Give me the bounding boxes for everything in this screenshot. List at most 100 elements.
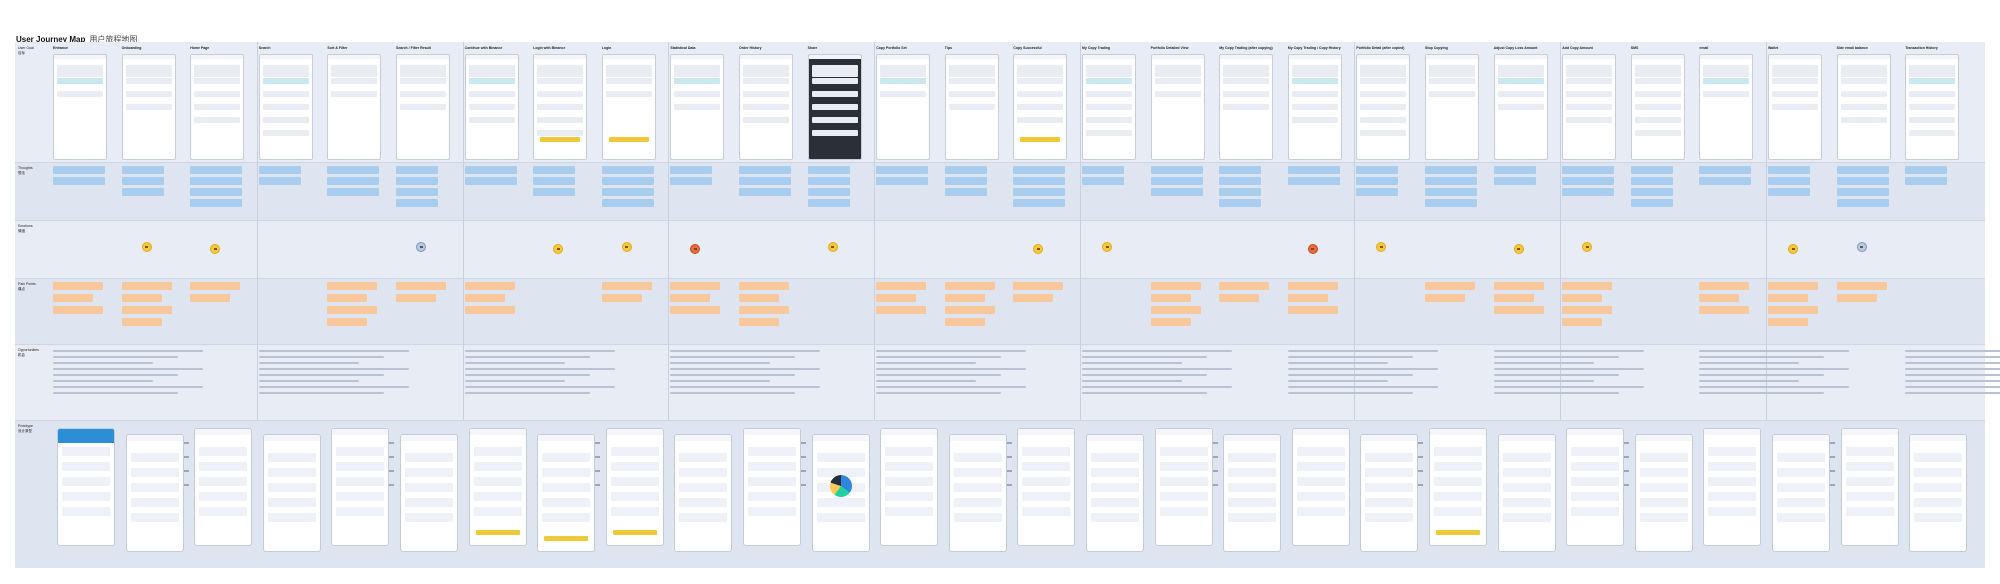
status-bar	[397, 55, 449, 59]
prototype-card	[1022, 507, 1071, 516]
prototype-card	[130, 453, 179, 462]
prototype-screen	[1703, 428, 1762, 546]
annotation-callout	[1830, 484, 1835, 486]
thought-note	[464, 166, 517, 174]
annotation-callout	[801, 484, 806, 486]
pain-point-note	[190, 282, 241, 290]
opportunity-line	[258, 374, 384, 376]
status-bar	[328, 55, 381, 59]
annotation-callout	[801, 442, 806, 444]
prototype-card	[1228, 453, 1277, 462]
thought-note	[1287, 177, 1340, 185]
opportunity-line	[1699, 362, 1800, 364]
opportunity-line	[1287, 374, 1413, 376]
thought-note	[1630, 188, 1673, 196]
status-bar	[122, 55, 175, 59]
stage-label: Add Copy Amount	[1562, 46, 1593, 50]
screen-block	[743, 65, 789, 77]
opportunity-line	[1082, 356, 1207, 358]
screen-block	[811, 117, 858, 123]
pain-point-note	[464, 282, 515, 290]
prototype-card	[610, 492, 659, 501]
row-label-emotions: Emotions 情绪	[18, 224, 33, 233]
section-divider	[1560, 42, 1562, 420]
screen-block	[1703, 78, 1750, 84]
thought-note	[1150, 166, 1203, 174]
screen-block	[1086, 117, 1132, 123]
stage-label: Copy Portfolio Set	[876, 46, 907, 50]
thought-note	[944, 188, 987, 196]
status-bar	[602, 55, 655, 59]
prototype-card	[267, 483, 316, 492]
screen-thumbnail	[944, 54, 999, 160]
stage-label: Wallet	[1768, 46, 1779, 50]
thought-note	[739, 166, 791, 174]
opportunity-line	[1082, 374, 1207, 376]
screen-block	[743, 117, 789, 123]
prototype-header	[675, 435, 732, 441]
prototype-card	[816, 498, 865, 507]
primary-button	[1020, 137, 1061, 142]
status-bar	[1700, 55, 1753, 59]
prototype-card	[816, 513, 865, 522]
thought-note	[258, 177, 301, 185]
prototype-card	[953, 468, 1002, 477]
screen-block	[948, 104, 995, 110]
stage-label: Order History	[739, 46, 762, 50]
screen-block	[262, 78, 309, 84]
pain-point-note	[1493, 282, 1544, 290]
status-bar	[1494, 55, 1547, 59]
prototype-card	[199, 447, 248, 456]
thought-note	[1562, 166, 1615, 174]
pain-point-note	[53, 306, 103, 314]
prototype-button	[1436, 530, 1480, 535]
section-divider	[1080, 42, 1081, 420]
pain-point-note	[1150, 318, 1191, 326]
thought-note	[1013, 188, 1066, 196]
prototype-card	[542, 498, 591, 507]
opportunity-line	[1287, 350, 1438, 352]
prototype-screen	[194, 428, 253, 546]
emotion-face-icon	[1582, 242, 1593, 252]
screen-thumbnail	[1219, 54, 1274, 160]
prototype-card	[679, 513, 728, 522]
screen-block	[125, 78, 172, 84]
thought-note	[739, 177, 791, 185]
primary-button	[608, 137, 649, 142]
opportunity-line	[1905, 350, 2000, 352]
opportunity-line	[1287, 368, 1438, 370]
prototype-header	[1773, 435, 1829, 441]
screen-block	[468, 117, 515, 123]
screen-block	[1497, 78, 1544, 84]
screen-block	[1223, 78, 1270, 84]
pain-point-note	[396, 282, 446, 290]
pain-point-note	[944, 294, 985, 302]
prototype-card	[62, 477, 110, 486]
screen-block	[1772, 104, 1818, 110]
prototype-card	[1777, 513, 1825, 522]
prototype-card	[1502, 468, 1551, 477]
screen-block	[1291, 104, 1338, 110]
screen-block	[948, 65, 995, 77]
prototype-card	[62, 492, 110, 501]
prototype-header	[1224, 435, 1281, 441]
screen-block	[1909, 78, 1956, 84]
prototype-card	[1708, 477, 1757, 486]
opportunity-line	[1699, 368, 1850, 370]
pain-point-note	[944, 306, 995, 314]
pain-point-note	[876, 294, 917, 302]
prototype-card	[1296, 462, 1345, 471]
opportunity-line	[1493, 368, 1644, 370]
prototype-card	[1914, 513, 1963, 522]
prototype-card	[679, 453, 728, 462]
stage-label: Search / Filter Result	[396, 46, 431, 50]
prototype-card	[1845, 507, 1894, 516]
screen-thumbnail	[1905, 54, 1960, 160]
prototype-header	[1635, 435, 1692, 441]
prototype-card	[1228, 498, 1277, 507]
thought-note	[601, 166, 654, 174]
stage-label: Onboarding	[121, 46, 142, 50]
prototype-card	[1708, 447, 1757, 456]
screen-block	[1017, 117, 1064, 123]
screen-thumbnail	[190, 54, 245, 160]
